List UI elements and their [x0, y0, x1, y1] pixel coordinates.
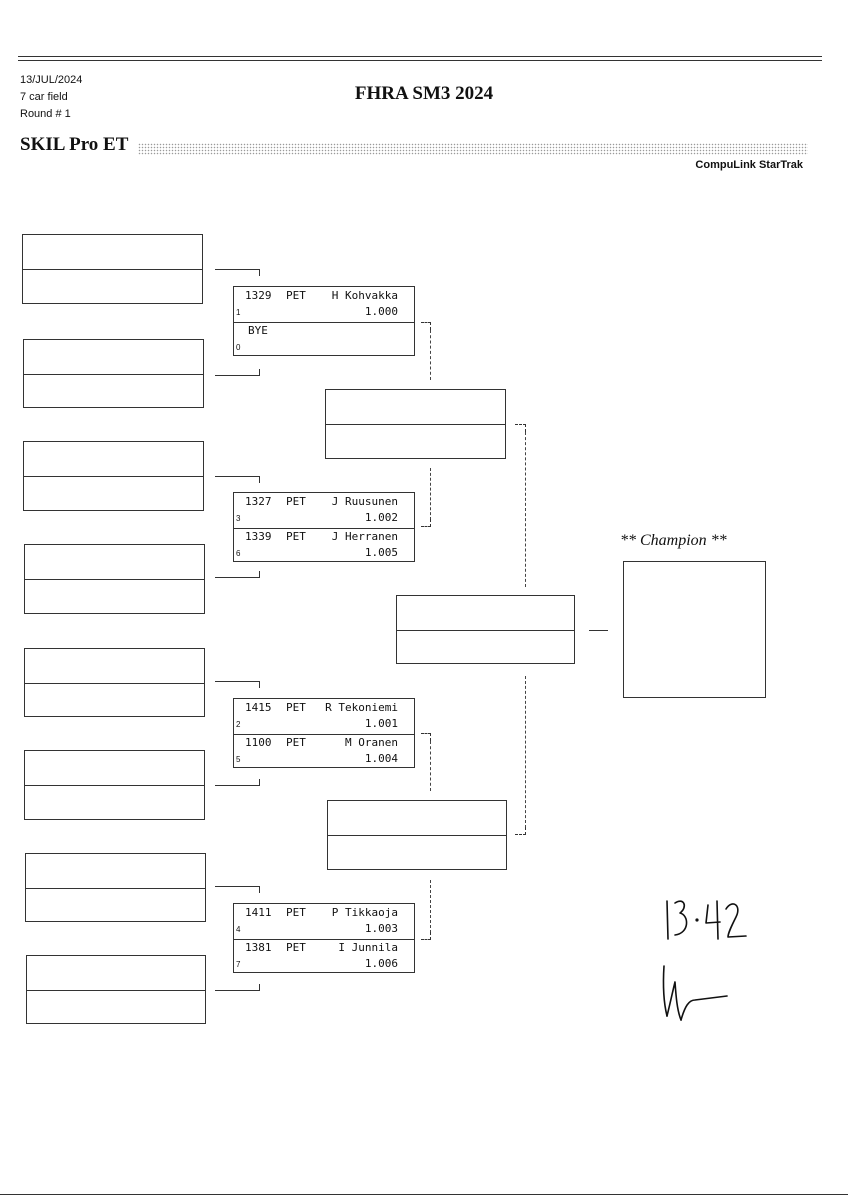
bracket-connector: [515, 424, 526, 432]
entry-box: [22, 234, 203, 304]
field-size: 7 car field: [20, 91, 68, 103]
lane-bottom: 1339 PET J Herranen 6 1.005: [234, 528, 414, 563]
dotted-band: [138, 143, 808, 155]
champion-box: [623, 561, 766, 698]
bracket-connector: [430, 468, 431, 520]
car-class: PET: [286, 906, 306, 919]
bracket-connector: [430, 741, 431, 791]
matchup-box: 1329 PET H Kohvakka 1 1.000 BYE 0: [233, 286, 415, 356]
bracket-connector: [215, 779, 260, 786]
matchup-box: 1327 PET J Ruusunen 3 1.002 1339 PET J H…: [233, 492, 415, 562]
dial-in: 1.006: [364, 957, 398, 970]
bracket-connector: [421, 519, 431, 527]
bracket-connector: [215, 886, 260, 893]
bye-label: BYE: [248, 324, 268, 337]
seed-number: 3: [236, 514, 241, 523]
car-number: 1415: [245, 701, 272, 714]
seed-number: 4: [236, 925, 241, 934]
round2-box: [327, 800, 507, 870]
seed-number: 2: [236, 720, 241, 729]
header-rule: [18, 60, 822, 61]
seed-number: 6: [236, 549, 241, 558]
bracket-connector: [215, 571, 260, 578]
car-class: PET: [286, 701, 306, 714]
driver-name: I Junnila: [338, 941, 398, 954]
bracket-connector: [589, 630, 608, 631]
car-class: PET: [286, 495, 306, 508]
bracket-connector: [430, 880, 431, 933]
seed-number: 7: [236, 960, 241, 969]
lane-top: 1329 PET H Kohvakka 1 1.000: [234, 287, 414, 323]
header-rule: [18, 56, 822, 57]
bracket-connector: [215, 269, 260, 276]
driver-name: H Kohvakka: [331, 289, 398, 302]
driver-name: P Tikkaoja: [331, 906, 398, 919]
seed-number: 5: [236, 755, 241, 764]
bracket-connector: [430, 330, 431, 380]
seed-number: 0: [236, 343, 241, 352]
handwritten-signature: [662, 965, 728, 1021]
dial-in: 1.000: [364, 305, 398, 318]
lane-top: 1327 PET J Ruusunen 3 1.002: [234, 493, 414, 529]
lane-bottom: BYE 0: [234, 322, 414, 357]
bracket-connector: [215, 984, 260, 991]
car-class: PET: [286, 736, 306, 749]
bracket-connector: [215, 476, 260, 483]
matchup-box: 1411 PET P Tikkaoja 4 1.003 1381 PET I J…: [233, 903, 415, 973]
class-name: SKIL Pro ET: [20, 134, 129, 155]
bracket-connector: [525, 676, 526, 828]
bracket-connector: [515, 827, 526, 835]
entry-box: [24, 750, 205, 820]
lane-top: 1411 PET P Tikkaoja 4 1.003: [234, 904, 414, 940]
footer-rule: [0, 1194, 848, 1195]
seed-number: 1: [236, 308, 241, 317]
entry-box: [25, 853, 206, 922]
bracket-connector: [421, 733, 431, 741]
car-number: 1411: [245, 906, 272, 919]
handwritten-time: [666, 900, 747, 940]
entry-box: [23, 441, 204, 511]
entry-box: [24, 544, 205, 614]
event-date: 13/JUL/2024: [20, 74, 83, 86]
dial-in: 1.004: [364, 752, 398, 765]
car-class: PET: [286, 530, 306, 543]
lane-bottom: 1381 PET I Junnila 7 1.006: [234, 939, 414, 974]
car-class: PET: [286, 941, 306, 954]
car-class: PET: [286, 289, 306, 302]
driver-name: R Tekoniemi: [325, 701, 398, 714]
car-number: 1327: [245, 495, 272, 508]
event-meta: 13/JUL/2024 7 car field Round # 1: [20, 72, 82, 123]
driver-name: J Ruusunen: [331, 495, 398, 508]
matchup-box: 1415 PET R Tekoniemi 2 1.001 1100 PET M …: [233, 698, 415, 768]
dial-in: 1.002: [364, 511, 398, 524]
driver-name: J Herranen: [331, 530, 398, 543]
champion-label: ** Champion **: [620, 532, 727, 549]
page-title: FHRA SM3 2024: [354, 83, 494, 104]
car-number: 1381: [245, 941, 272, 954]
lane-bottom: 1100 PET M Oranen 5 1.004: [234, 734, 414, 769]
dial-in: 1.001: [364, 717, 398, 730]
car-number: 1329: [245, 289, 272, 302]
car-number: 1339: [245, 530, 272, 543]
car-number: 1100: [245, 736, 272, 749]
bracket-connector: [421, 932, 431, 940]
entry-box: [23, 339, 204, 408]
dial-in: 1.005: [364, 546, 398, 559]
bracket-connector: [525, 432, 526, 587]
final-box: [396, 595, 575, 664]
round2-box: [325, 389, 506, 459]
bracket-connector: [215, 681, 260, 688]
entry-box: [24, 648, 205, 717]
entry-box: [26, 955, 206, 1024]
bracket-connector: [421, 322, 431, 330]
driver-name: M Oranen: [345, 736, 398, 749]
software-name: CompuLink StarTrak: [695, 159, 803, 171]
dial-in: 1.003: [364, 922, 398, 935]
round-number: Round # 1: [20, 108, 71, 120]
bracket-connector: [215, 369, 260, 376]
lane-top: 1415 PET R Tekoniemi 2 1.001: [234, 699, 414, 735]
